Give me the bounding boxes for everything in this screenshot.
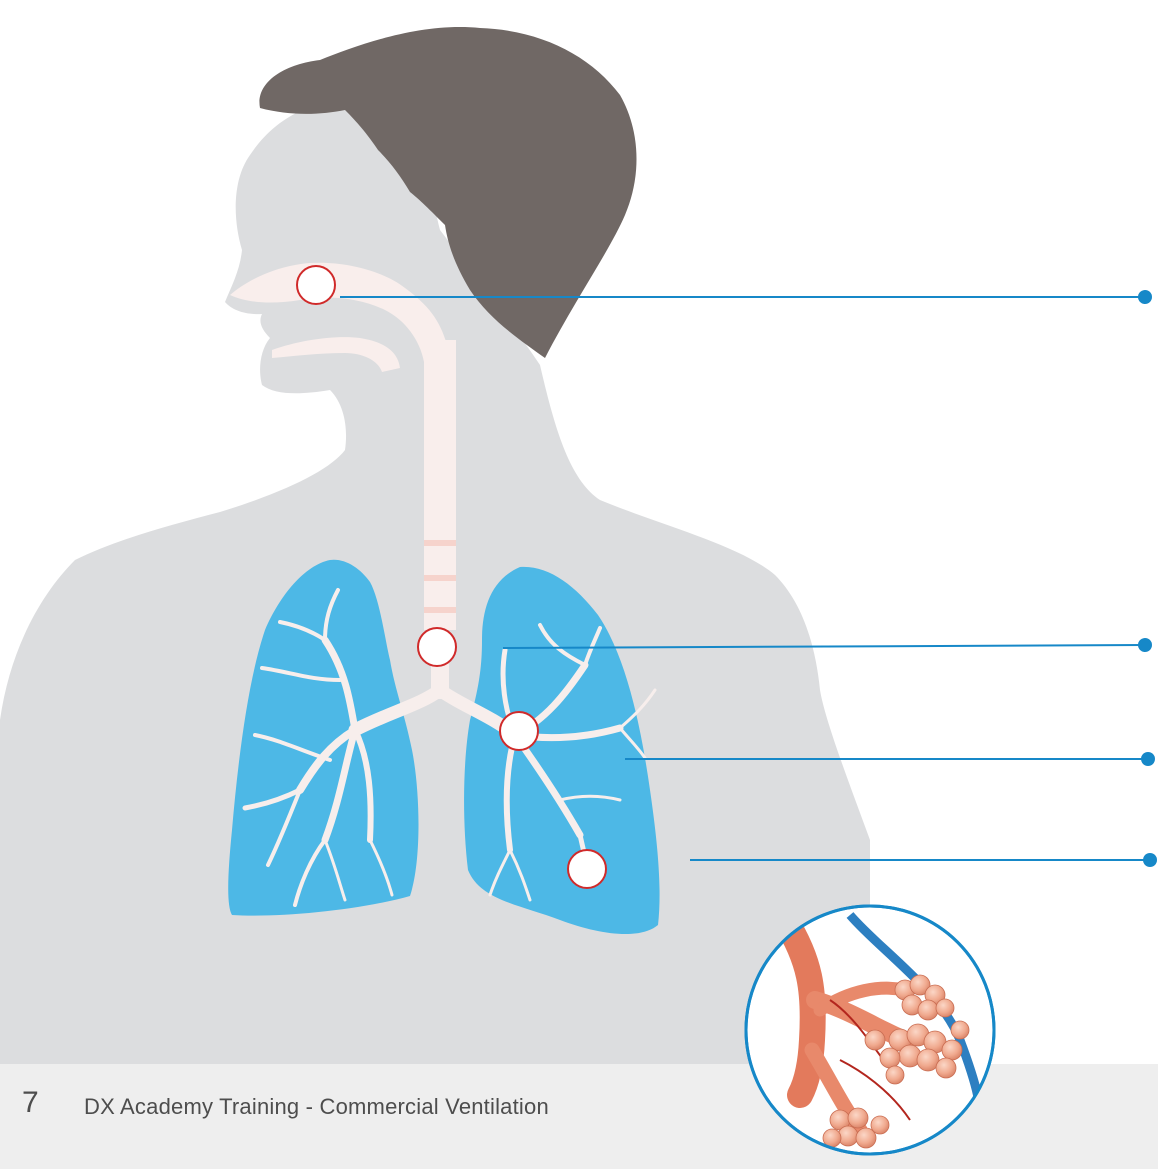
trachea-ring (424, 540, 456, 546)
leader-endpoint (1138, 638, 1152, 652)
bronchiole-marker (568, 850, 606, 888)
trachea (424, 340, 456, 630)
trachea-ring (424, 575, 456, 581)
leader-endpoint (1143, 853, 1157, 867)
trachea-ring (424, 607, 456, 613)
page-number: 7 (22, 1086, 39, 1120)
footer-title: DX Academy Training - Commercial Ventila… (84, 1094, 549, 1120)
bronchus-marker (500, 712, 538, 750)
leader-endpoint (1141, 752, 1155, 766)
alveoli-detail (746, 906, 994, 1154)
trachea-marker (418, 628, 456, 666)
nasal-cavity-marker (297, 266, 335, 304)
leader-endpoint (1138, 290, 1152, 304)
